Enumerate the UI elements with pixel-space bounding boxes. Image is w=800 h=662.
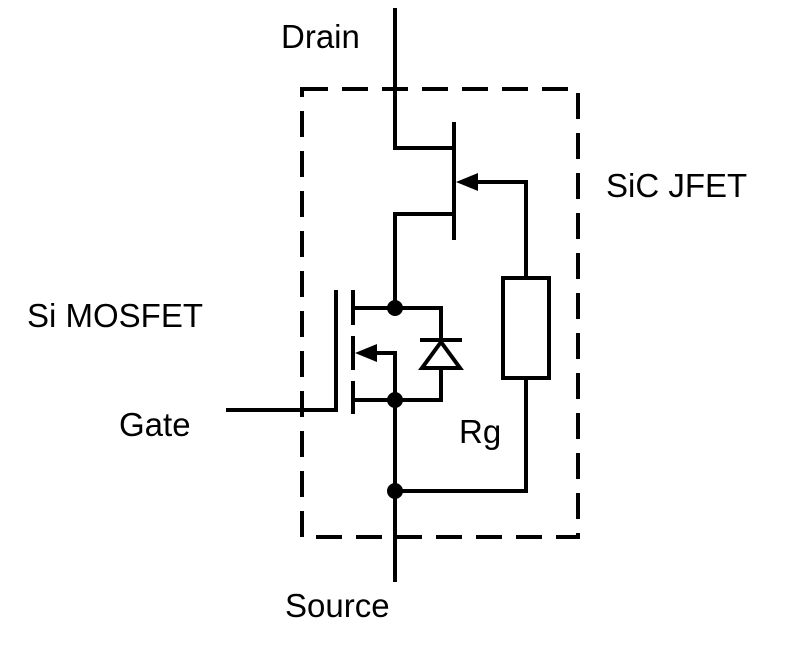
- rg-label: Rg: [459, 413, 501, 450]
- resistor-bottom-wire: [395, 378, 528, 493]
- jfet-source-wire: [393, 212, 452, 308]
- sic-jfet-label: SiC JFET: [606, 167, 747, 204]
- junction-dot-drain: [387, 300, 403, 316]
- mosfet-body-wire: [376, 351, 397, 400]
- junction-dot-rg: [387, 483, 403, 499]
- mosfet-drain-wire: [353, 306, 443, 322]
- jfet-gate-wire: [476, 180, 528, 278]
- junction-dot-source: [387, 392, 403, 408]
- body-diode-triangle: [418, 338, 464, 370]
- jfet-gate-arrow: [456, 173, 478, 191]
- drain-label: Drain: [281, 18, 360, 55]
- drain-lead: [393, 8, 452, 150]
- gate-lead: [226, 290, 338, 412]
- source-label: Source: [285, 587, 390, 624]
- package-outline: [300, 87, 580, 539]
- si-mosfet-label: Si MOSFET: [27, 297, 203, 334]
- mosfet-body-arrow: [355, 344, 377, 362]
- mosfet-source-wire: [353, 380, 443, 402]
- gate-resistor: [501, 276, 551, 380]
- gate-label: Gate: [119, 406, 191, 443]
